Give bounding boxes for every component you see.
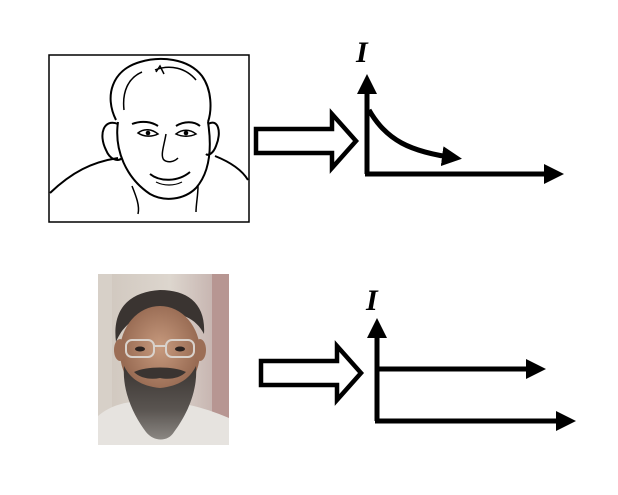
block-arrow-2 (258, 340, 365, 406)
plot-2-y-label: I (365, 284, 379, 317)
plot-1-y-label: I (355, 36, 369, 69)
sketch-portrait (48, 54, 250, 223)
block-arrow-1 (253, 108, 360, 174)
photo-portrait (98, 274, 229, 445)
plot-1-curve (366, 108, 462, 167)
plot-1: I (355, 36, 564, 184)
plot-2: I (365, 284, 576, 431)
